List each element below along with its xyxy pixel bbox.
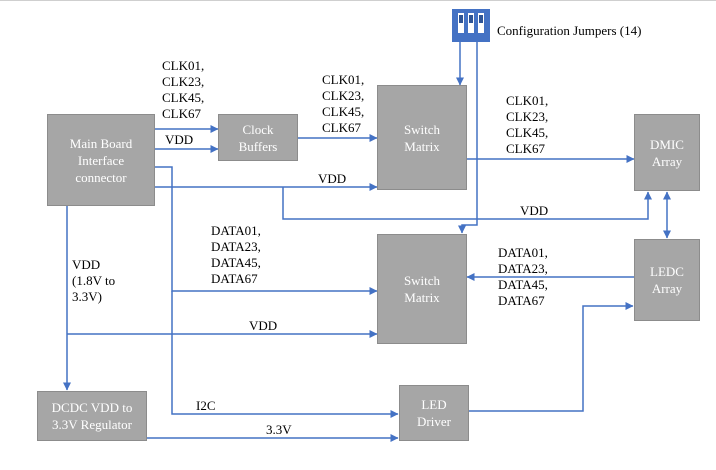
wire-data-main-to-switch-matrix-bottom [155, 166, 378, 295]
wire-jumpers-to-switch-matrix-bottom [458, 42, 478, 234]
jumper-pin [469, 15, 473, 23]
vdd-label-to-switch-matrix-top: VDD [318, 171, 347, 186]
data-bus-label-right: DATA01, DATA23, DATA45, DATA67 [498, 245, 548, 308]
block-dmic-array: DMIC Array [634, 114, 700, 191]
block-main-board-interface-connector: Main Board Interface connector [47, 114, 155, 206]
clk-bus-label-left: CLK01, CLK23, CLK45, CLK67 [162, 58, 205, 121]
vdd-range-label: VDD (1.8V to 3.3V) [72, 257, 116, 304]
clk-bus-label-mid: CLK01, CLK23, CLK45, CLK67 [322, 72, 365, 135]
block-switch-matrix-bottom: Switch Matrix [377, 234, 467, 344]
jumper-pin [459, 15, 463, 23]
3v3-label: 3.3V [266, 422, 292, 437]
jumper-pin [479, 15, 483, 23]
configuration-jumpers-label: Configuration Jumpers (14) [497, 23, 642, 38]
jumper-slot [458, 13, 464, 33]
block-led-driver: LED Driver [399, 385, 469, 441]
jumper-slot [468, 13, 474, 33]
i2c-label: I2C [196, 398, 216, 413]
block-ledc-array: LEDC Array [634, 239, 700, 321]
jumper-slot [478, 13, 484, 33]
clk-bus-label-right: CLK01, CLK23, CLK45, CLK67 [506, 93, 549, 156]
vdd-label-to-clock-buffers: VDD [165, 132, 194, 147]
wire-vdd-to-dmic [282, 187, 652, 220]
block-switch-matrix-top: Switch Matrix [377, 85, 467, 190]
wire-led-driver-to-ledc [469, 302, 634, 412]
configuration-jumpers-icon [452, 9, 490, 42]
block-dcdc-regulator: DCDC VDD to 3.3V Regulator [37, 391, 147, 441]
block-clock-buffers: Clock Buffers [218, 114, 298, 161]
vdd-label-to-dmic: VDD [520, 203, 549, 218]
wire-i2c-main-to-led-driver [171, 291, 399, 418]
vdd-label-to-switch-matrix-bottom: VDD [249, 318, 278, 333]
data-bus-label-left: DATA01, DATA23, DATA45, DATA67 [211, 223, 261, 286]
